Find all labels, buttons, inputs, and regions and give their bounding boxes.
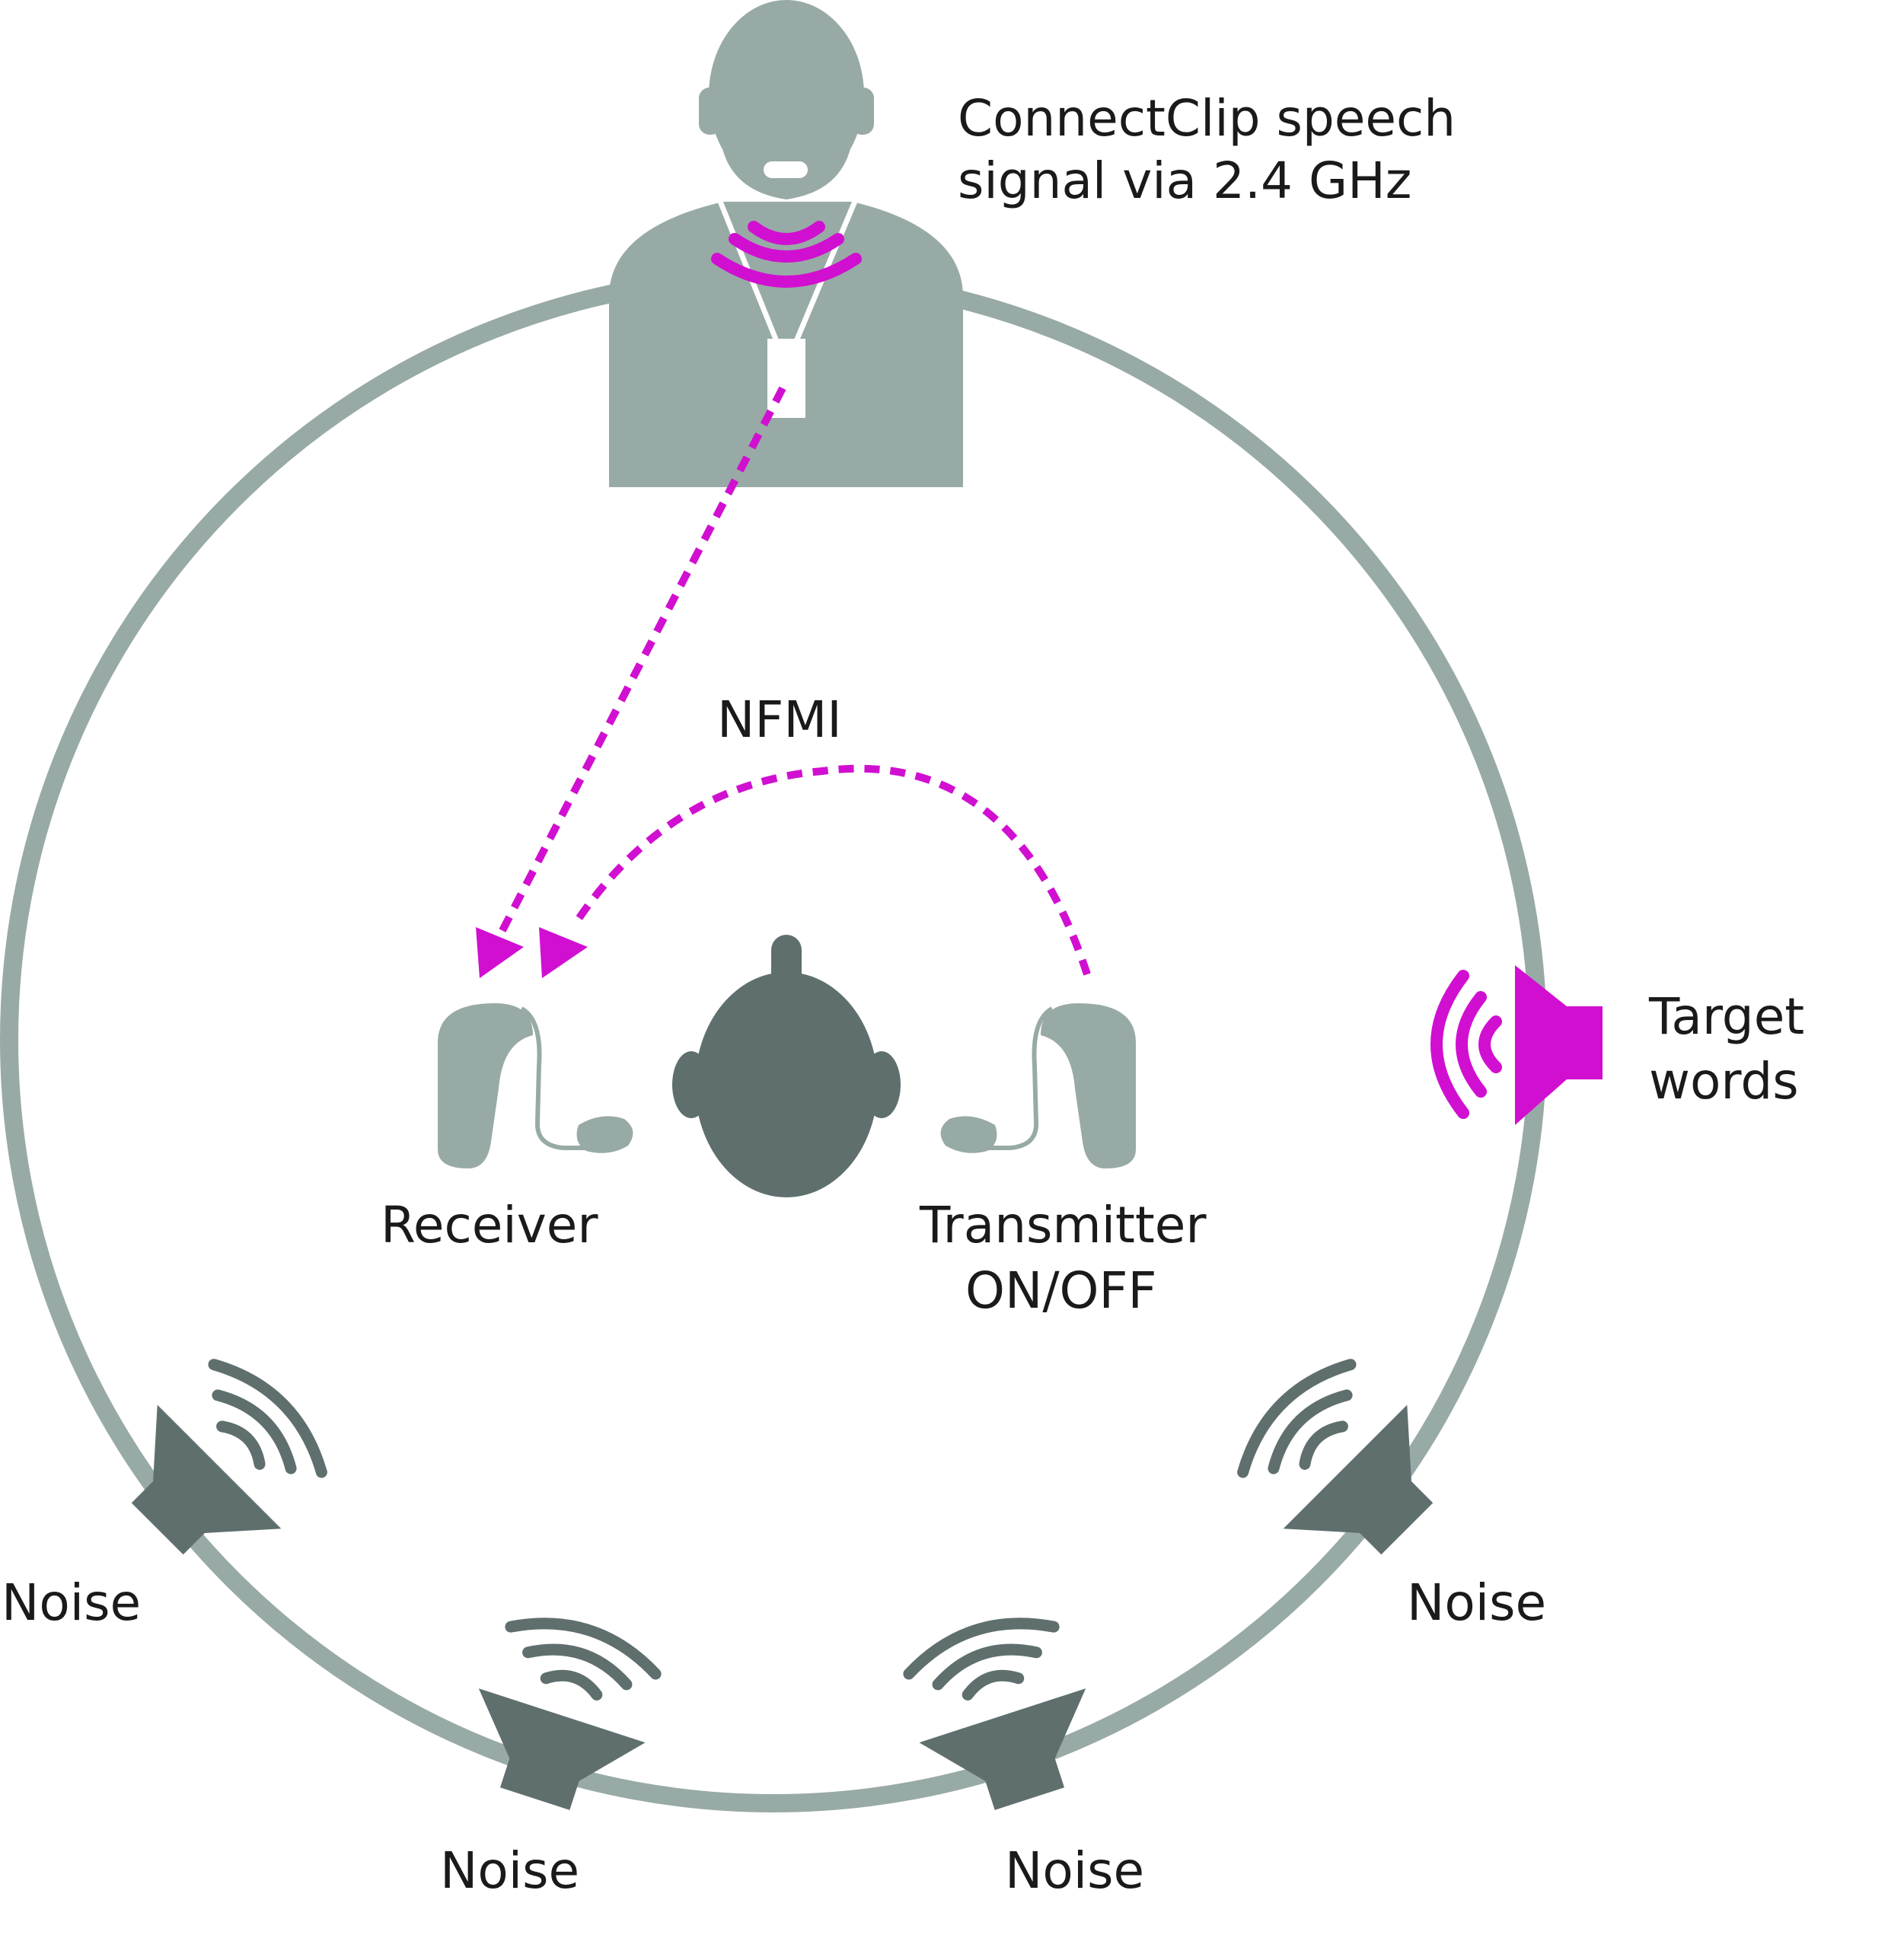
nfmi-signal-arrow-line xyxy=(573,764,1091,976)
speaker-person-icon xyxy=(609,0,963,487)
streaming-signal-arrowhead-icon xyxy=(476,927,524,978)
transmitter-hearing-aid-icon xyxy=(940,1003,1136,1168)
connectclip-signal-waves-icon xyxy=(711,221,862,288)
listener-head-top-view-icon xyxy=(672,935,901,1197)
noise-label-right: Noise xyxy=(1407,1573,1546,1632)
noise-speaker-bottom-right-icon xyxy=(903,1618,1086,1810)
transmitter-label-line2: ON/OFF xyxy=(965,1261,1156,1320)
target-words-label-line1: Target xyxy=(1648,987,1804,1046)
noise-label-bottom-left: Noise xyxy=(440,1841,579,1900)
receiver-hearing-aid-icon xyxy=(438,1003,633,1168)
connectclip-label-line2: signal via 2.4 GHz xyxy=(958,151,1411,210)
nfmi-label: NFMI xyxy=(717,690,842,749)
target-words-label-line2: words xyxy=(1649,1052,1799,1111)
connectclip-label-line1: ConnectClip speech xyxy=(958,89,1456,148)
noise-speaker-right-icon xyxy=(1237,1359,1434,1555)
noise-speaker-left-icon xyxy=(131,1359,327,1555)
receiver-label: Receiver xyxy=(381,1196,598,1254)
noise-label-left: Noise xyxy=(2,1573,141,1632)
nfmi-signal-arrowhead-icon xyxy=(539,927,588,978)
target-words-speaker-icon xyxy=(1430,965,1603,1125)
transmitter-label-line1: Transmitter xyxy=(919,1196,1207,1254)
noise-speaker-bottom-left-icon xyxy=(478,1618,662,1810)
noise-label-bottom-right: Noise xyxy=(1005,1841,1144,1900)
